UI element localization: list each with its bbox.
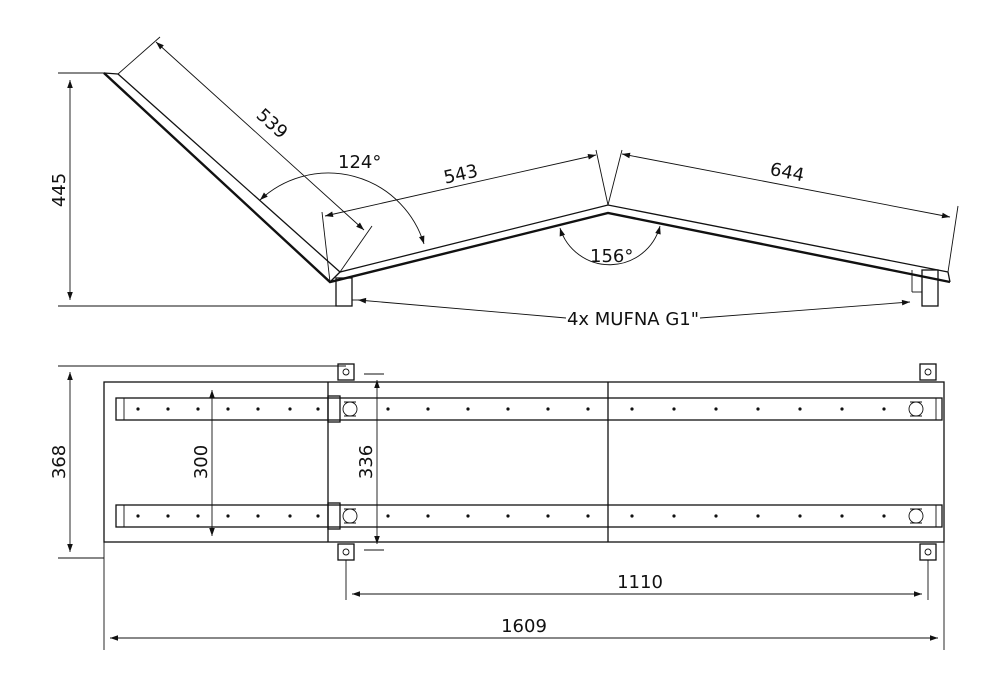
height-dim-label: 445: [49, 173, 70, 207]
lounger-profile: [103, 72, 951, 284]
socket-callout: 4x MUFNA G1": [357, 297, 911, 330]
backrest-dim-label: 539: [252, 105, 292, 144]
front-foot: [335, 277, 360, 307]
overall-length-dim-label: 1609: [501, 616, 547, 637]
lower-rail-holes: [136, 514, 886, 518]
upper-rail-holes: [136, 407, 886, 411]
outer-frame: [103, 381, 945, 543]
upper-rail: [115, 397, 943, 421]
leg-angle: 156°: [559, 225, 661, 267]
mounting-brackets: [337, 363, 937, 561]
bracket-span-dimension: 336: [356, 373, 384, 551]
backrest-dimension: 539: [117, 36, 373, 273]
socket-callout-label: 4x MUFNA G1": [567, 309, 699, 330]
side-view: 445 539 543 644 124°: [49, 36, 959, 330]
backrest-angle-label: 124°: [338, 152, 381, 173]
seat-dim-label: 543: [442, 161, 480, 189]
rail-span-dimension: 300: [191, 390, 215, 536]
leg-dimension: 644: [607, 149, 959, 273]
width-dimension: 368: [49, 365, 346, 559]
leg-dim-label: 644: [768, 159, 806, 186]
bracket-pitch-dim-label: 1110: [617, 572, 663, 593]
leg-angle-label: 156°: [590, 246, 633, 267]
width-dim-label: 368: [49, 445, 70, 479]
backrest-angle: 124°: [259, 152, 425, 245]
lower-rail: [115, 504, 943, 528]
rail-span-dim-label: 300: [191, 445, 212, 479]
height-dimension: 445: [49, 72, 336, 307]
rear-foot: [911, 269, 939, 307]
socket-symbols: [342, 401, 924, 524]
bracket-pitch-dimension: 1110: [345, 560, 929, 600]
overall-length-dimension: 1609: [103, 542, 945, 650]
top-view: 368 300 336 1110 1609: [49, 363, 945, 650]
bracket-span-dim-label: 336: [356, 445, 377, 479]
